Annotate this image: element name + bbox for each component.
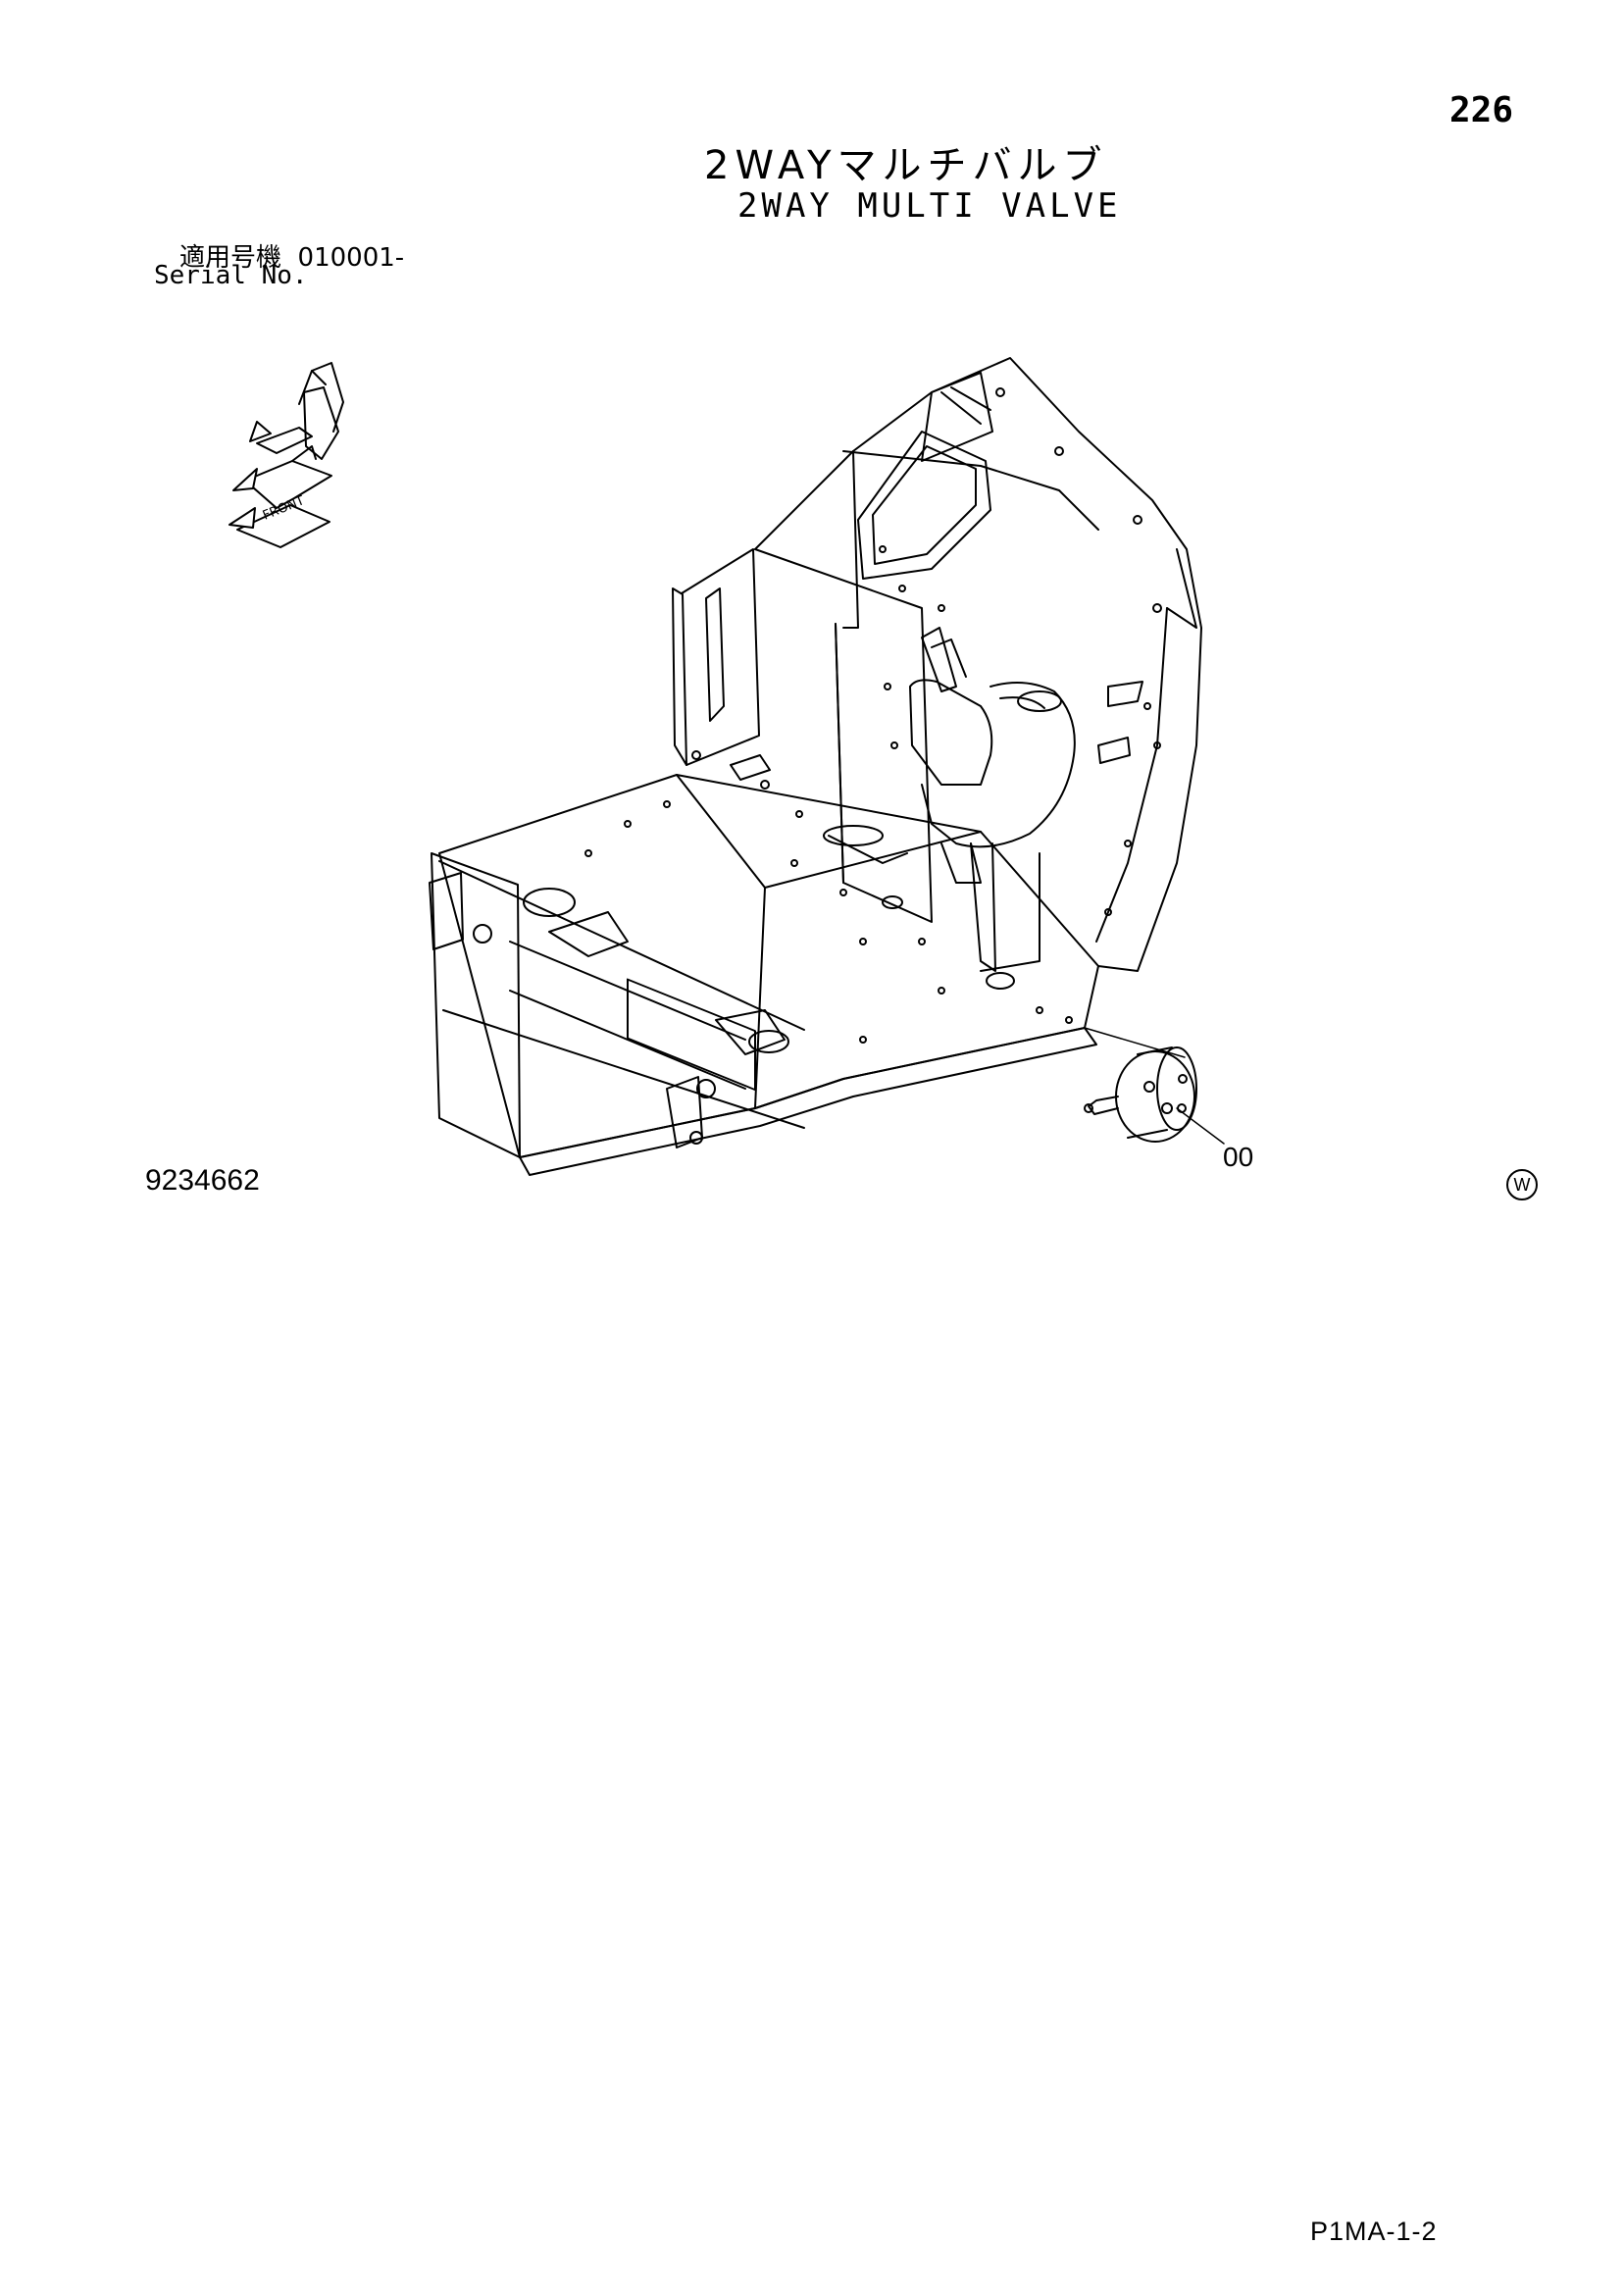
direction-indicator-icon: FRONT xyxy=(228,362,344,548)
title-japanese: 2WAYマルチバルブ xyxy=(704,143,1108,188)
page-code: P1MA-1-2 xyxy=(1310,2217,1438,2246)
title-english: 2WAY MULTI VALVE xyxy=(737,186,1122,226)
multi-valve-part xyxy=(1084,1046,1197,1143)
drawing-number: 9234662 xyxy=(145,1164,260,1197)
part-callout-00: 00 xyxy=(1223,1142,1254,1172)
serial-label-jp-text: 適用号機 xyxy=(179,243,282,273)
serial-value: 010001- xyxy=(297,243,405,273)
revision-mark-icon: W xyxy=(1506,1169,1538,1200)
page-number: 226 xyxy=(1449,90,1514,130)
front-label: FRONT xyxy=(261,493,307,524)
serial-label-english: Serial No. xyxy=(154,261,308,290)
serial-label-japanese: 適用号機 010001- xyxy=(179,237,404,274)
callout-leader-line xyxy=(1176,1107,1225,1145)
cab-floor-assembly xyxy=(429,357,1202,1176)
